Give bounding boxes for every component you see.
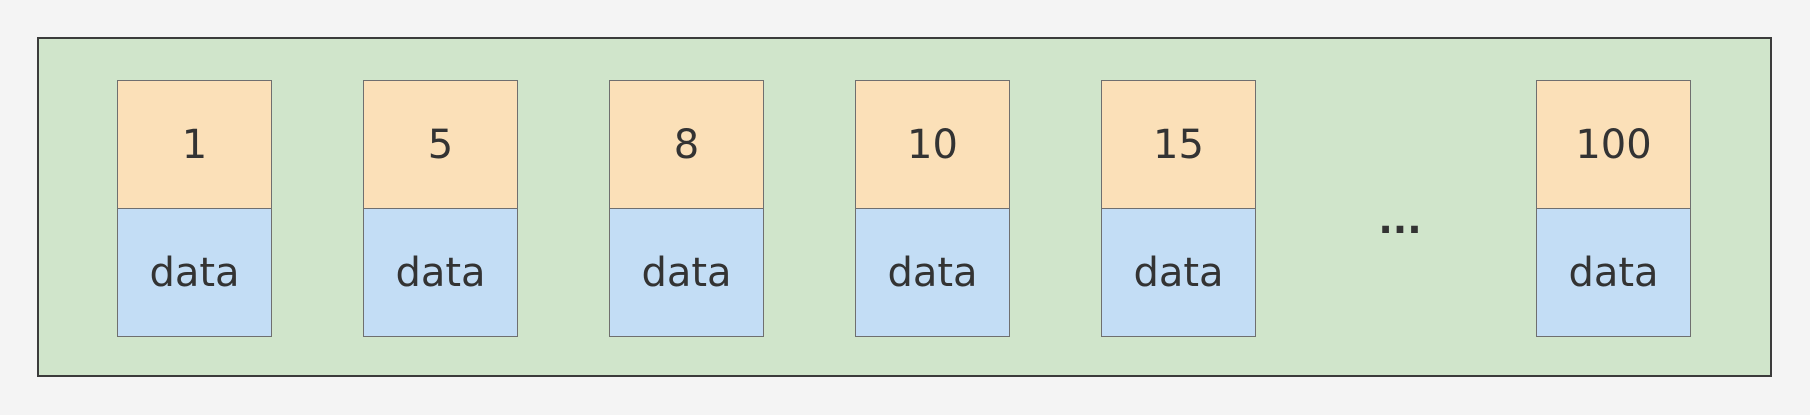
data-cell: data	[609, 208, 764, 337]
data-cell: data	[117, 208, 272, 337]
ellipsis: ...	[1378, 198, 1422, 242]
key-cell: 8	[609, 80, 764, 209]
record-100: 100 data	[1536, 80, 1691, 337]
record-8: 8 data	[609, 80, 764, 337]
key-cell: 15	[1101, 80, 1256, 209]
record-5: 5 data	[363, 80, 518, 337]
key-cell: 1	[117, 80, 272, 209]
data-cell: data	[1101, 208, 1256, 337]
key-cell: 100	[1536, 80, 1691, 209]
data-cell: data	[363, 208, 518, 337]
data-cell: data	[855, 208, 1010, 337]
key-cell: 10	[855, 80, 1010, 209]
record-10: 10 data	[855, 80, 1010, 337]
record-15: 15 data	[1101, 80, 1256, 337]
key-cell: 5	[363, 80, 518, 209]
record-1: 1 data	[117, 80, 272, 337]
data-cell: data	[1536, 208, 1691, 337]
